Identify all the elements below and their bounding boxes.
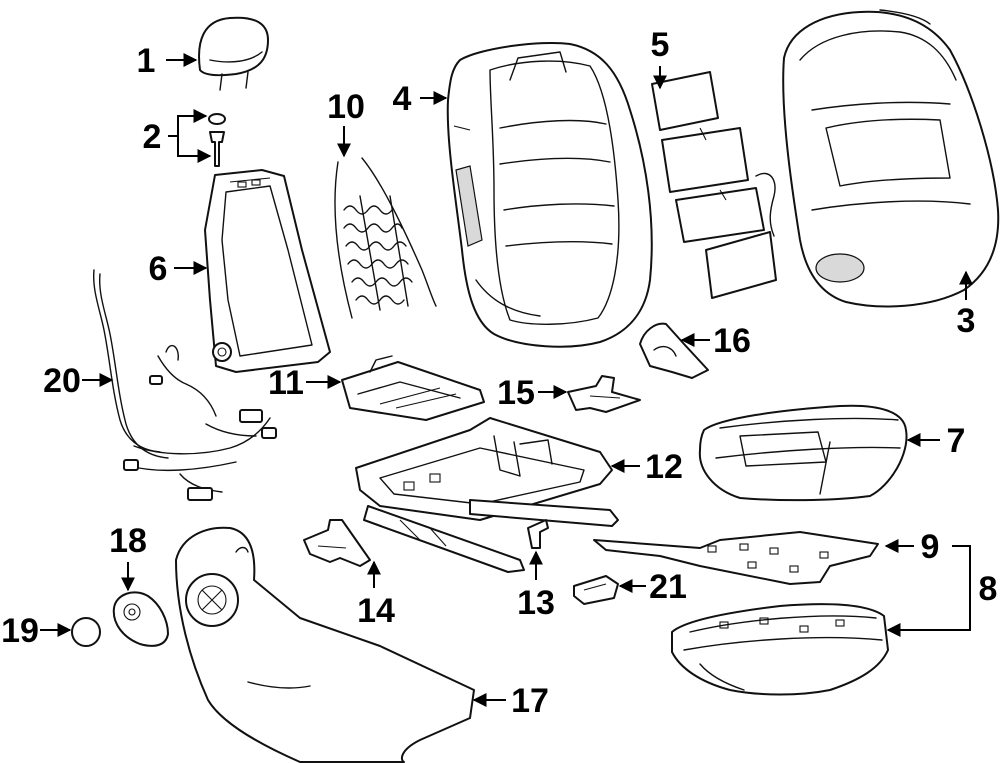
callout-11: 11 [268, 364, 304, 402]
leader-8 [952, 545, 971, 631]
seat-cushion-pad-part [671, 603, 889, 696]
headrest-guide-part [208, 113, 226, 167]
seat-adjuster-part [355, 417, 619, 573]
seat-pan-bracket-part [341, 355, 485, 421]
callout-19: 19 [1, 612, 39, 650]
callout-6: 6 [149, 250, 168, 288]
cap-part-19 [71, 617, 101, 647]
callout-13: 13 [517, 584, 555, 622]
callout-10: 10 [327, 88, 365, 126]
seatback-cover-part [782, 9, 1000, 308]
callout-8: 8 [979, 570, 998, 608]
bracket-part-15 [567, 375, 641, 413]
seatback-frame-part [204, 169, 331, 373]
callout-labels: 1 2 3 4 5 6 7 8 9 10 11 12 13 14 15 16 1… [1, 26, 997, 720]
headrest-part [198, 16, 269, 91]
recliner-handle-part [112, 591, 169, 647]
callout-3: 3 [957, 302, 976, 340]
side-shield-part [175, 526, 475, 763]
callout-20: 20 [43, 362, 81, 400]
seat-cushion-cover-part [698, 404, 908, 502]
callout-15: 15 [497, 374, 535, 412]
callout-5: 5 [651, 26, 670, 64]
callout-16: 16 [713, 322, 751, 360]
callout-4: 4 [393, 80, 412, 118]
callout-2: 2 [143, 118, 162, 156]
switch-part-21 [573, 575, 619, 605]
callout-14: 14 [357, 592, 395, 630]
callout-12: 12 [645, 448, 683, 486]
leader-lines [40, 53, 973, 707]
callout-21: 21 [649, 568, 687, 606]
lumbar-support-part [334, 157, 437, 319]
seatback-pad-part [446, 41, 653, 348]
seat-heater-mat-part [593, 531, 879, 585]
callout-18: 18 [109, 522, 147, 560]
callout-9: 9 [921, 528, 940, 566]
bracket-part-14 [303, 519, 371, 567]
wiring-harness-part [92, 269, 277, 501]
bracket-part-16 [639, 322, 709, 379]
callout-1: 1 [137, 42, 156, 80]
callout-7: 7 [947, 422, 966, 460]
leader-2 [168, 115, 208, 157]
callout-17: 17 [511, 682, 549, 720]
clip-part-13 [527, 519, 549, 549]
seat-heater-pad-part [651, 71, 777, 299]
